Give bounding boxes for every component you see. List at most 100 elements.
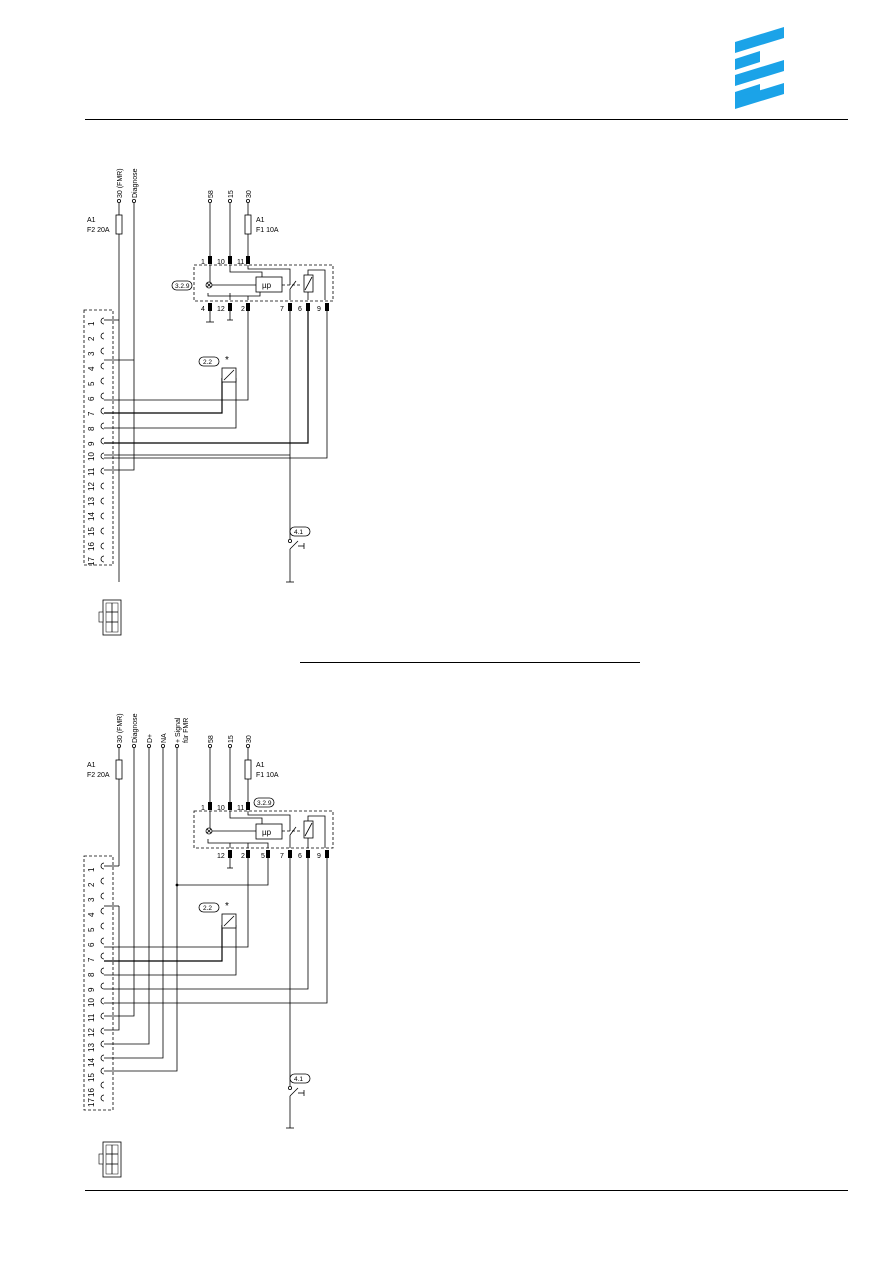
fuse-left-label: A1 xyxy=(87,217,96,224)
svg-text:15: 15 xyxy=(87,1073,96,1082)
switch-ref-label: 4.1 xyxy=(294,1076,303,1083)
sensor-ref-label: 2.2 xyxy=(203,359,212,366)
fuse-right-label: A1 xyxy=(256,217,265,224)
pin-label-11: 11 xyxy=(237,805,244,812)
svg-text:13: 13 xyxy=(87,1043,96,1052)
connector-plug-icon xyxy=(98,599,122,636)
svg-text:6: 6 xyxy=(87,396,96,401)
svg-text:14: 14 xyxy=(87,1058,96,1067)
pin-label-11: 11 xyxy=(237,259,244,266)
svg-text:8: 8 xyxy=(87,426,96,431)
control-unit-ref-label: 3.2.9 xyxy=(257,800,272,807)
svg-text:5: 5 xyxy=(87,381,96,386)
pin-label-1: 1 xyxy=(201,259,205,266)
terminal-label-diagnose: Diagnose xyxy=(132,713,139,743)
svg-text:4: 4 xyxy=(87,912,96,917)
svg-text:16: 16 xyxy=(87,1088,96,1097)
pin-label-12: 12 xyxy=(217,853,225,860)
svg-text:16: 16 xyxy=(87,542,96,551)
svg-text:11: 11 xyxy=(87,467,96,476)
svg-text:14: 14 xyxy=(87,512,96,521)
svg-text:4: 4 xyxy=(87,366,96,371)
terminal-label-30-fmr: 30 (FMR) xyxy=(117,168,124,198)
svg-text:11: 11 xyxy=(87,1013,96,1022)
svg-text:9: 9 xyxy=(87,987,96,992)
pin-label-6: 6 xyxy=(298,853,302,860)
connector-pin-labels: 1 2 3 4 5 6 7 8 9 10 11 12 13 14 15 16 1… xyxy=(87,867,96,1107)
pin-label-7: 7 xyxy=(280,306,284,313)
fuse-left-rating: F2 20A xyxy=(87,772,110,779)
svg-text:7: 7 xyxy=(87,411,96,416)
brand-logo xyxy=(735,27,784,109)
fuse-left xyxy=(115,759,123,780)
terminal-label-30-fmr: 30 (FMR) xyxy=(117,713,124,743)
terminal-label-signal-fmr: für FMR xyxy=(183,718,190,743)
sensor-ref-label: 2.2 xyxy=(203,905,212,912)
svg-text:17: 17 xyxy=(87,557,96,566)
fuse-left-rating: F2 20A xyxy=(87,227,110,234)
fuse-left-label: A1 xyxy=(87,762,96,769)
sensor-star: * xyxy=(225,355,229,366)
fuse-right-rating: F1 10A xyxy=(256,772,279,779)
connector-pin-labels: 1 2 3 4 5 6 7 8 9 10 11 12 13 14 15 16 1… xyxy=(87,321,96,566)
control-unit-ref xyxy=(171,280,193,291)
fuse-right-rating: F1 10A xyxy=(256,227,279,234)
svg-text:10: 10 xyxy=(87,998,96,1007)
svg-text:2: 2 xyxy=(87,336,96,341)
svg-text:6: 6 xyxy=(87,942,96,947)
svg-text:3: 3 xyxy=(87,351,96,356)
terminal-label-30: 30 xyxy=(246,190,253,198)
connector-block xyxy=(83,309,114,566)
fuse-left xyxy=(115,214,123,235)
svg-text:12: 12 xyxy=(87,1028,96,1037)
pin-label-2: 2 xyxy=(241,306,245,313)
pin-label-9: 9 xyxy=(317,306,321,313)
switch-ref xyxy=(289,526,311,537)
pin-label-5: 5 xyxy=(261,853,265,860)
svg-text:15: 15 xyxy=(87,527,96,536)
microprocessor-label: µp xyxy=(262,828,272,837)
svg-text:10: 10 xyxy=(87,452,96,461)
pin-label-12: 12 xyxy=(217,306,225,313)
terminal-label-15: 15 xyxy=(228,735,235,743)
pin-label-7: 7 xyxy=(280,853,284,860)
connector-block xyxy=(83,855,114,1111)
svg-text:13: 13 xyxy=(87,497,96,506)
wiring-diagram-bottom: 30 (FMR) Diagnose D+ NA + Signal für FMR… xyxy=(83,713,334,1178)
terminal-label-d-plus: D+ xyxy=(147,734,154,743)
pin-label-10: 10 xyxy=(217,805,225,812)
pin-label-10: 10 xyxy=(217,259,225,266)
terminal-label-30: 30 xyxy=(246,735,253,743)
fuse-right xyxy=(244,759,252,780)
fuse-right-label: A1 xyxy=(256,762,265,769)
pin-label-6: 6 xyxy=(298,306,302,313)
svg-text:3: 3 xyxy=(87,897,96,902)
connector-plug-icon xyxy=(98,1141,122,1178)
sensor-star: * xyxy=(225,901,229,912)
switch-ref xyxy=(289,1073,311,1084)
terminal-label-signal: + Signal xyxy=(175,717,182,743)
svg-text:9: 9 xyxy=(87,441,96,446)
svg-text:8: 8 xyxy=(87,972,96,977)
svg-text:17: 17 xyxy=(87,1098,96,1107)
switch-ref-label: 4.1 xyxy=(294,529,303,536)
terminal-label-diagnose: Diagnose xyxy=(132,168,139,198)
terminal-label-58: 58 xyxy=(208,190,215,198)
pin-label-2: 2 xyxy=(241,853,245,860)
microprocessor-block xyxy=(255,823,283,840)
microprocessor-label: µp xyxy=(262,281,272,290)
sensor-ref xyxy=(198,902,220,913)
terminal-label-15: 15 xyxy=(228,190,235,198)
control-unit-ref xyxy=(253,797,275,808)
control-unit-box xyxy=(193,264,334,302)
pin-label-1: 1 xyxy=(201,805,205,812)
svg-text:1: 1 xyxy=(87,321,96,326)
pin-label-9: 9 xyxy=(317,853,321,860)
svg-text:7: 7 xyxy=(87,957,96,962)
control-unit-ref-label: 3.2.9 xyxy=(175,283,190,290)
svg-text:1: 1 xyxy=(87,867,96,872)
pin-label-4: 4 xyxy=(201,306,205,313)
svg-text:12: 12 xyxy=(87,482,96,491)
wiring-diagram-top: 30 (FMR) Diagnose A1 F2 20A 58 15 30 A1 … xyxy=(83,168,334,636)
